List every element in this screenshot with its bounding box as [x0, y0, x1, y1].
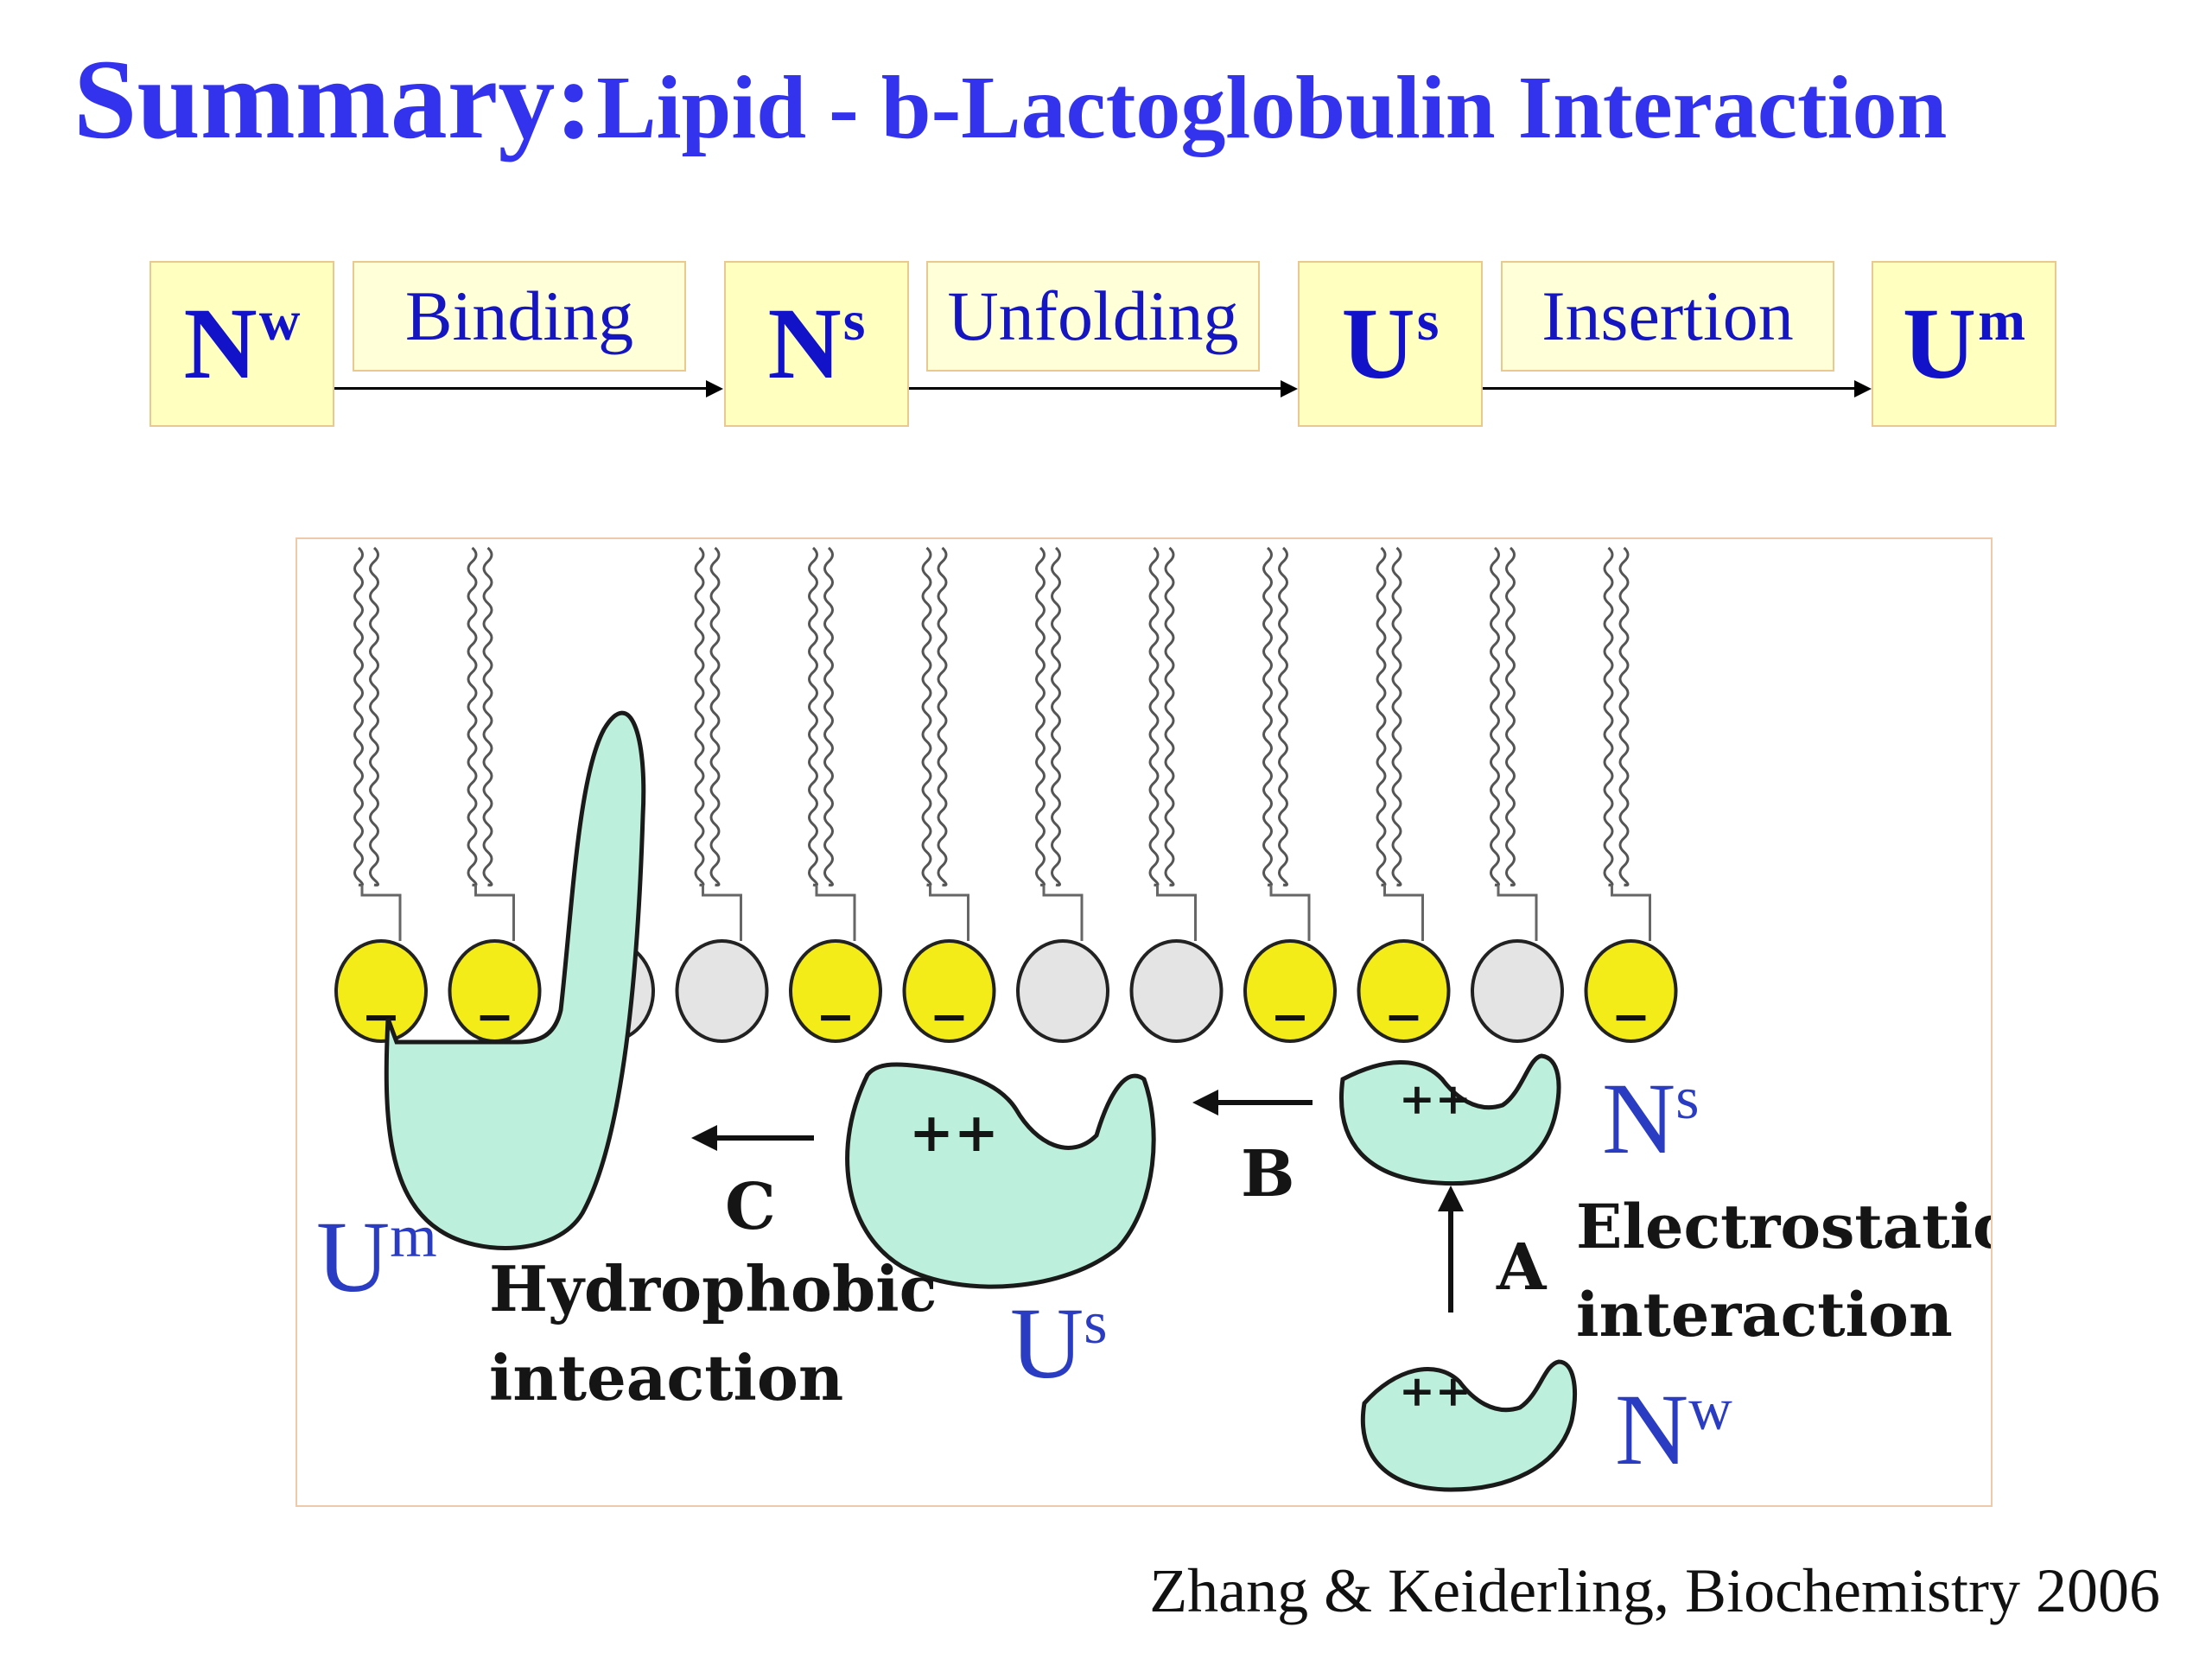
lipid-linker — [1383, 885, 1424, 941]
lipid-linker — [1611, 885, 1651, 941]
lipid-headgroup-neutral — [1471, 939, 1564, 1043]
page-title: Summary: Lipid - b-Lactoglobulin Interac… — [73, 33, 2164, 162]
scheme-step-insertion: Insertion — [1501, 261, 1834, 372]
lipid-linker — [815, 885, 856, 941]
minus-charge: − — [816, 989, 855, 1044]
lipid-tail — [937, 546, 948, 887]
lipid-tail — [808, 546, 818, 887]
lipid-headgroup-neutral — [1016, 939, 1109, 1043]
lipid-tail — [1603, 546, 1614, 887]
lipid-tail — [1148, 546, 1160, 887]
lipid-headgroup-neutral — [675, 939, 769, 1043]
lipid-tail — [1051, 546, 1061, 887]
lipid-tail — [921, 546, 932, 887]
plus-charge-nw: ++ — [1399, 1365, 1471, 1416]
lipid-linker — [929, 885, 969, 941]
diagram-state-nw: Nw — [1615, 1373, 1732, 1486]
lipid-tail — [823, 546, 834, 887]
citation: Zhang & Keiderling, Biochemistry 2006 — [1149, 1556, 2160, 1625]
title-main: Summary: — [73, 35, 594, 162]
lipid-tail — [1262, 546, 1273, 887]
lipid-tail — [1164, 546, 1175, 887]
hydrophobic-label-line1: Hydrophobic — [489, 1252, 937, 1325]
lipid-tail — [1035, 546, 1046, 887]
scheme-arrow-3 — [1483, 380, 1872, 397]
plus-charge-us: ++ — [909, 1101, 999, 1164]
lipid-headgroup-charged — [902, 939, 996, 1043]
lipid-tail — [709, 546, 721, 887]
lipid-headgroup-charged — [1357, 939, 1451, 1043]
minus-charge: − — [475, 989, 514, 1044]
diagram-state-um: Um — [316, 1200, 437, 1313]
lipid-headgroup-charged — [1584, 939, 1678, 1043]
arrow-a-head — [1438, 1185, 1464, 1211]
electrostatic-label-line2: interaction — [1576, 1279, 1953, 1351]
plus-charge-ns: ++ — [1399, 1073, 1471, 1124]
membrane-diagram: −−−−−−− ++ ++ ++ A B C Um Us Ns Nw Hydro… — [316, 546, 2010, 1492]
lipid-tail — [1376, 546, 1387, 887]
scheme-step-binding: Binding — [353, 261, 686, 372]
step-a-label: A — [1496, 1230, 1548, 1305]
scheme-arrow-1 — [334, 380, 723, 397]
minus-charge: − — [1611, 989, 1650, 1044]
lipid-linker — [474, 885, 515, 941]
step-b-label: B — [1241, 1137, 1295, 1211]
lipid-tail — [694, 546, 705, 887]
scheme-step-unfolding: Unfolding — [926, 261, 1260, 372]
lipid-linker — [702, 885, 742, 941]
lipid-headgroup-charged — [334, 939, 428, 1043]
diagram-state-us: Us — [1010, 1287, 1107, 1400]
hydrophobic-label-line2: inteaction — [489, 1341, 843, 1414]
lipid-headgroups: −−−−−−− — [334, 939, 1678, 1044]
lipid-tail — [1505, 546, 1516, 887]
protein-ns-shape — [1339, 1053, 1561, 1186]
scheme-arrow-2 — [909, 380, 1298, 397]
title-subtitle: Lipid - b-Lactoglobulin Interaction — [596, 58, 1948, 157]
membrane-diagram-panel: −−−−−−− ++ ++ ++ A B C Um Us Ns Nw Hydro… — [296, 537, 2010, 1507]
protein-um-shape — [384, 710, 646, 1250]
lipid-headgroup-neutral — [1129, 939, 1224, 1043]
step-c-label: C — [725, 1170, 776, 1244]
electrostatic-label-line1: Electrostatic — [1576, 1191, 1991, 1262]
protein-us-shape — [845, 1062, 1156, 1289]
lipid-tail — [482, 546, 493, 887]
minus-charge: − — [1384, 989, 1423, 1044]
minus-charge: − — [930, 989, 969, 1044]
lipid-tail — [1391, 546, 1402, 887]
lipid-linker — [1269, 885, 1311, 941]
protein-nw-shape — [1360, 1359, 1577, 1492]
lipid-linker — [1156, 885, 1197, 941]
lipid-linker — [360, 885, 402, 941]
lipid-headgroup-charged — [789, 939, 882, 1043]
lipid-tail — [1490, 546, 1500, 887]
lipid-tail — [1618, 546, 1630, 887]
lipid-tail — [467, 546, 478, 887]
lipid-linker — [1042, 885, 1084, 941]
lipid-tail — [353, 546, 364, 887]
arrow-c-head — [691, 1125, 717, 1151]
diagram-state-ns: Ns — [1602, 1062, 1699, 1175]
lipid-headgroup-charged — [1243, 939, 1337, 1043]
lipid-tails — [353, 546, 1651, 941]
lipid-tail — [369, 546, 379, 887]
arrow-b-head — [1192, 1090, 1218, 1116]
minus-charge: − — [1270, 989, 1309, 1044]
lipid-linker — [1497, 885, 1538, 941]
lipid-tail — [1278, 546, 1288, 887]
